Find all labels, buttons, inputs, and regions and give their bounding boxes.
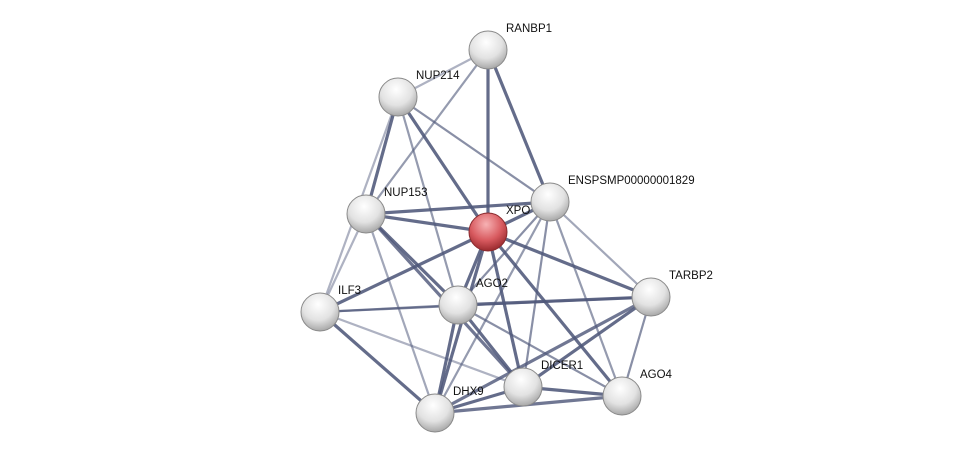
edge-ens-dhx9[interactable] — [434, 201, 551, 414]
edge-dhx9-tarbp2[interactable] — [434, 295, 652, 415]
node-label: DICER1 — [541, 360, 583, 372]
node-label: XPO — [506, 205, 530, 217]
edge-nup214-ens[interactable] — [397, 96, 551, 203]
edge-nup214-xpo[interactable] — [396, 96, 490, 233]
edge-ilf3-dicer1[interactable] — [319, 310, 524, 389]
node-sphere[interactable] — [530, 182, 570, 222]
edge-xpo-tarbp2[interactable] — [487, 230, 652, 299]
node-ens[interactable]: ENSPSMP00000001829 — [530, 175, 695, 222]
node-sphere[interactable] — [438, 285, 478, 325]
node-sphere[interactable] — [415, 393, 455, 433]
node-label: NUP153 — [384, 187, 427, 199]
node-sphere[interactable] — [631, 277, 671, 317]
node-dhx9[interactable]: DHX9 — [415, 386, 484, 433]
edge-xpo-ilf3[interactable] — [319, 230, 489, 314]
edge-xpo-ago4[interactable] — [486, 230, 624, 398]
edge-ranbp1-nup153[interactable] — [365, 49, 489, 215]
node-sphere[interactable] — [503, 367, 543, 407]
node-label: DHX9 — [453, 386, 484, 398]
edge-nup153-dhx9[interactable] — [364, 213, 437, 414]
edge-xpo-dicer1[interactable] — [486, 231, 525, 388]
node-tarbp2[interactable]: TARBP2 — [631, 270, 713, 317]
node-label: AGO4 — [640, 369, 673, 381]
node-label: ENSPSMP00000001829 — [568, 175, 695, 187]
node-ranbp1[interactable]: RANBP1 — [468, 23, 552, 70]
edge-ilf3-dhx9[interactable] — [318, 310, 437, 415]
edge-ens-ago2[interactable] — [457, 201, 551, 306]
node-xpo[interactable]: XPO — [468, 205, 530, 252]
edge-ago2-tarbp2[interactable] — [457, 295, 652, 307]
edge-ago2-ago4[interactable] — [457, 304, 623, 397]
node-ilf3[interactable]: ILF3 — [300, 285, 361, 332]
node-label: RANBP1 — [506, 23, 552, 35]
node-sphere[interactable] — [468, 30, 508, 70]
node-sphere[interactable] — [378, 77, 418, 117]
node-label: NUP214 — [416, 70, 460, 82]
node-nup214[interactable]: NUP214 — [378, 70, 460, 117]
node-sphere[interactable] — [602, 376, 642, 416]
edge-ens-tarbp2[interactable] — [549, 201, 652, 298]
node-ago4[interactable]: AGO4 — [602, 369, 673, 416]
edge-ens-dicer1[interactable] — [521, 201, 552, 388]
edge-nup214-ago2[interactable] — [396, 96, 460, 306]
node-sphere[interactable] — [346, 194, 386, 234]
node-dicer1[interactable]: DICER1 — [503, 360, 583, 407]
edge-ranbp1-ens[interactable] — [486, 49, 552, 203]
node-label: TARBP2 — [669, 270, 713, 282]
edge-nup214-nup153[interactable] — [364, 96, 400, 215]
edge-nup153-xpo[interactable] — [365, 212, 489, 234]
node-label: ILF3 — [338, 285, 361, 297]
edge-nup153-ens[interactable] — [365, 200, 551, 216]
node-label: AGO2 — [476, 278, 508, 290]
node-sphere[interactable] — [468, 212, 508, 252]
node-ago2[interactable]: AGO2 — [438, 278, 508, 325]
edge-dicer1-tarbp2[interactable] — [522, 295, 652, 389]
node-nup153[interactable]: NUP153 — [346, 187, 427, 234]
node-sphere[interactable] — [300, 292, 340, 332]
